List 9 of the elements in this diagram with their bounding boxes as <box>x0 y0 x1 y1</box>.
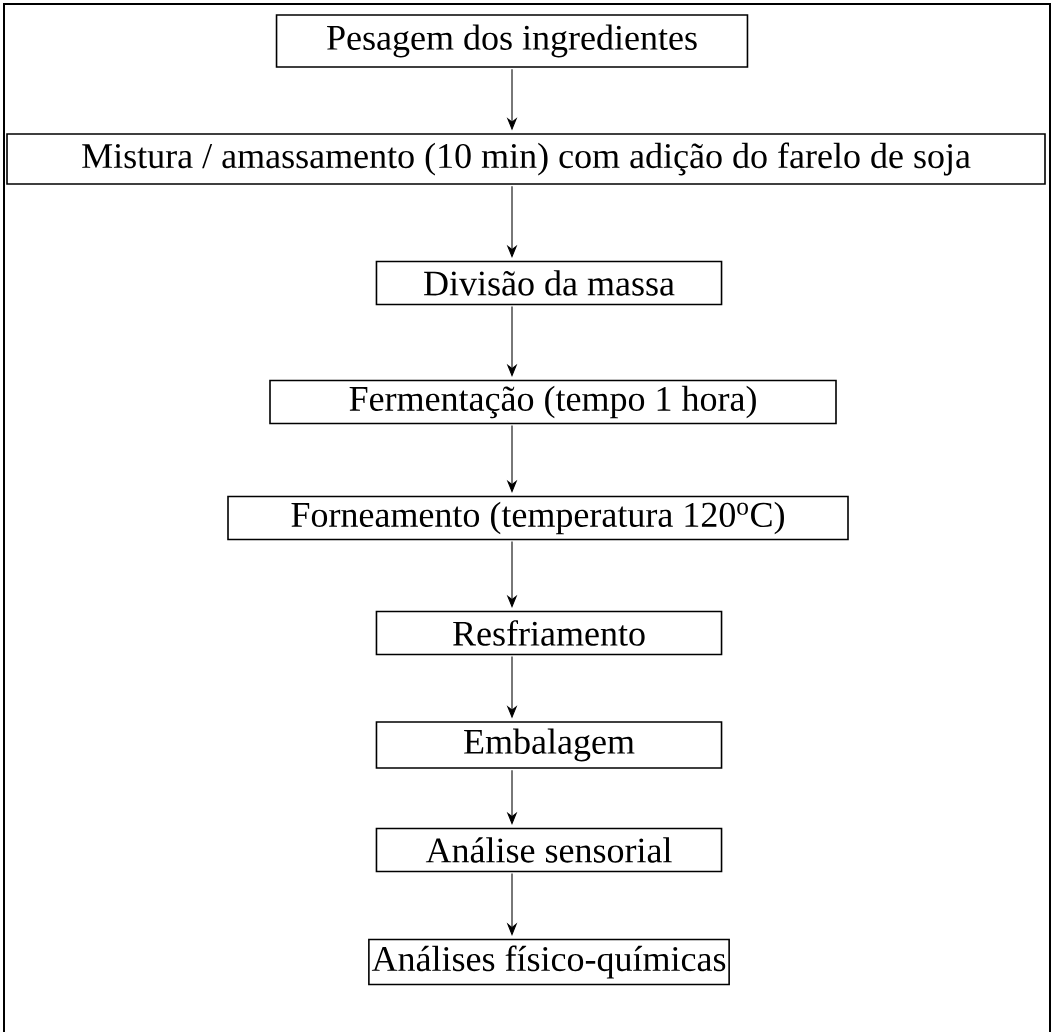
process-box: Embalagem <box>375 721 723 769</box>
process-box: Análise sensorial <box>375 827 723 873</box>
process-box: Resfriamento <box>375 610 723 656</box>
process-box: Análises físico-químicas <box>368 938 730 986</box>
process-box: Pesagem dos ingredientes <box>275 14 749 68</box>
process-box: Mistura / amassamento (10 min) com adição do farelo de soja <box>6 133 1046 185</box>
process-box: Divisão da massa <box>375 260 723 306</box>
process-box: Forneamento (temperatura 120$^{o}$C) <box>227 495 849 541</box>
process-box: Fermentação (tempo 1 hora) <box>269 379 837 425</box>
